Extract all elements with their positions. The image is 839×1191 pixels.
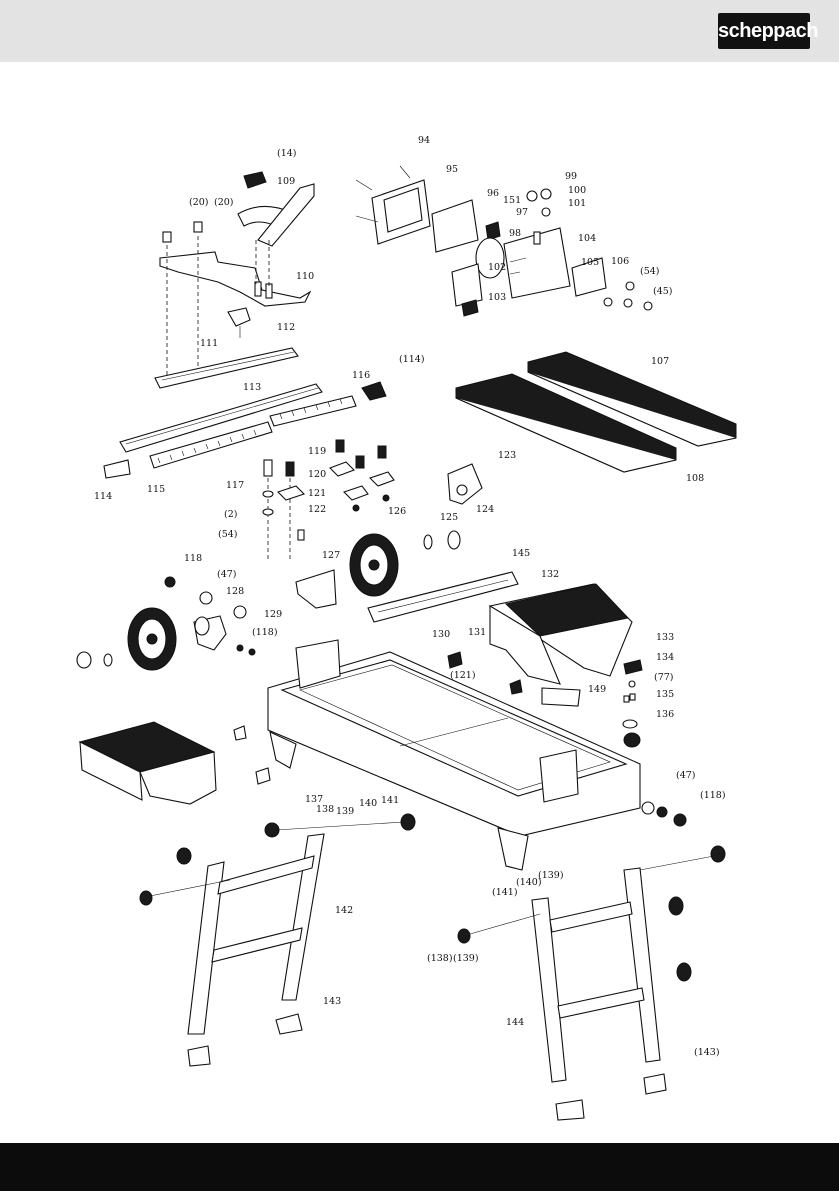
exploded-parts-diagram: 94 (14) 95 109 96 99 (20) (20) 151 100 9…	[0, 62, 839, 1143]
callout-143: 143	[323, 996, 341, 1007]
callout-120: 120	[308, 469, 326, 480]
main-frame	[267, 639, 641, 871]
callout-137: 137	[305, 794, 323, 805]
callout-54a: (54)	[640, 266, 660, 277]
transport-wheels	[76, 530, 461, 671]
callout-105: 105	[581, 257, 599, 268]
callout-95: 95	[446, 164, 458, 175]
callout-94: 94	[418, 135, 430, 146]
callout-142: 142	[335, 905, 353, 916]
callout-139c: (139)	[453, 953, 479, 964]
callout-112: 112	[277, 322, 295, 333]
callout-141: 141	[381, 795, 399, 806]
callout-140b: (140)	[516, 877, 542, 888]
leg-sets	[139, 813, 726, 1121]
callout-14: (14)	[277, 148, 297, 159]
callout-111: 111	[200, 338, 218, 349]
fixing-hardware	[262, 439, 483, 560]
right-fasteners	[447, 651, 687, 827]
callout-47b: (47)	[676, 770, 696, 781]
switch-box-assembly	[355, 165, 653, 317]
callout-128: 128	[226, 586, 244, 597]
callout-132: 132	[541, 569, 559, 580]
callout-47a: (47)	[217, 569, 237, 580]
callout-106: 106	[611, 256, 629, 267]
callout-115: 115	[147, 484, 165, 495]
callout-129: 129	[264, 609, 282, 620]
callout-77: (77)	[654, 672, 674, 683]
callout-54b: (54)	[218, 529, 238, 540]
callout-130: 130	[432, 629, 450, 640]
callout-131: 131	[468, 627, 486, 638]
callout-114b: 114	[94, 491, 112, 502]
callout-124: 124	[476, 504, 494, 515]
callout-117: 117	[226, 480, 244, 491]
callout-143b: (143)	[694, 1047, 720, 1058]
page-footer	[0, 1143, 839, 1191]
callout-122: 122	[308, 504, 326, 515]
callout-97: 97	[516, 207, 528, 218]
callout-96: 96	[487, 188, 499, 199]
callout-123: 123	[498, 450, 516, 461]
callout-138b: (138)	[427, 953, 453, 964]
callout-20b: (20)	[214, 197, 234, 208]
callout-98: 98	[509, 228, 521, 239]
callout-102: 102	[488, 262, 506, 273]
fence-rails	[103, 381, 387, 479]
callout-140: 140	[359, 798, 377, 809]
brand-logo: scheppach	[718, 13, 818, 49]
callout-145: 145	[512, 548, 530, 559]
callout-118b: (118)	[252, 627, 278, 638]
callout-113: 113	[243, 382, 261, 393]
callout-139b: (139)	[538, 870, 564, 881]
callout-126: 126	[388, 506, 406, 517]
callout-125: 125	[440, 512, 458, 523]
callout-151: 151	[503, 195, 521, 206]
callout-103: 103	[488, 292, 506, 303]
callout-121: 121	[308, 488, 326, 499]
callout-144: 144	[506, 1017, 524, 1028]
callout-100: 100	[568, 185, 586, 196]
callout-2: (2)	[224, 509, 237, 520]
callout-110: 110	[296, 271, 314, 282]
callout-104: 104	[578, 233, 596, 244]
page-header: scheppach	[0, 0, 839, 62]
callout-108: 108	[686, 473, 704, 484]
callout-138: 138	[316, 804, 334, 815]
callout-134: 134	[656, 652, 674, 663]
callout-114a: (114)	[399, 354, 425, 365]
callout-118a: 118	[184, 553, 202, 564]
callout-119: 119	[308, 446, 326, 457]
callout-45: (45)	[653, 286, 673, 297]
callout-139: 139	[336, 806, 354, 817]
callout-101: 101	[568, 198, 586, 209]
callout-127: 127	[322, 550, 340, 561]
callout-20a: (20)	[189, 197, 209, 208]
extension-tables	[455, 351, 737, 473]
side-tray	[78, 721, 271, 805]
callout-107: 107	[651, 356, 669, 367]
callout-141b: (141)	[492, 887, 518, 898]
callout-133: 133	[656, 632, 674, 643]
callout-99: 99	[565, 171, 577, 182]
callout-149: 149	[588, 684, 606, 695]
callout-109: 109	[277, 176, 295, 187]
mitre-guide-assembly	[154, 171, 315, 389]
callout-118c: (118)	[700, 790, 726, 801]
callout-labels: 94 (14) 95 109 96 99 (20) (20) 151 100 9…	[94, 135, 726, 1058]
motor-carriage	[367, 571, 633, 685]
callout-136: 136	[656, 709, 674, 720]
callout-116: 116	[352, 370, 370, 381]
callout-121b: (121)	[450, 670, 476, 681]
callout-135: 135	[656, 689, 674, 700]
